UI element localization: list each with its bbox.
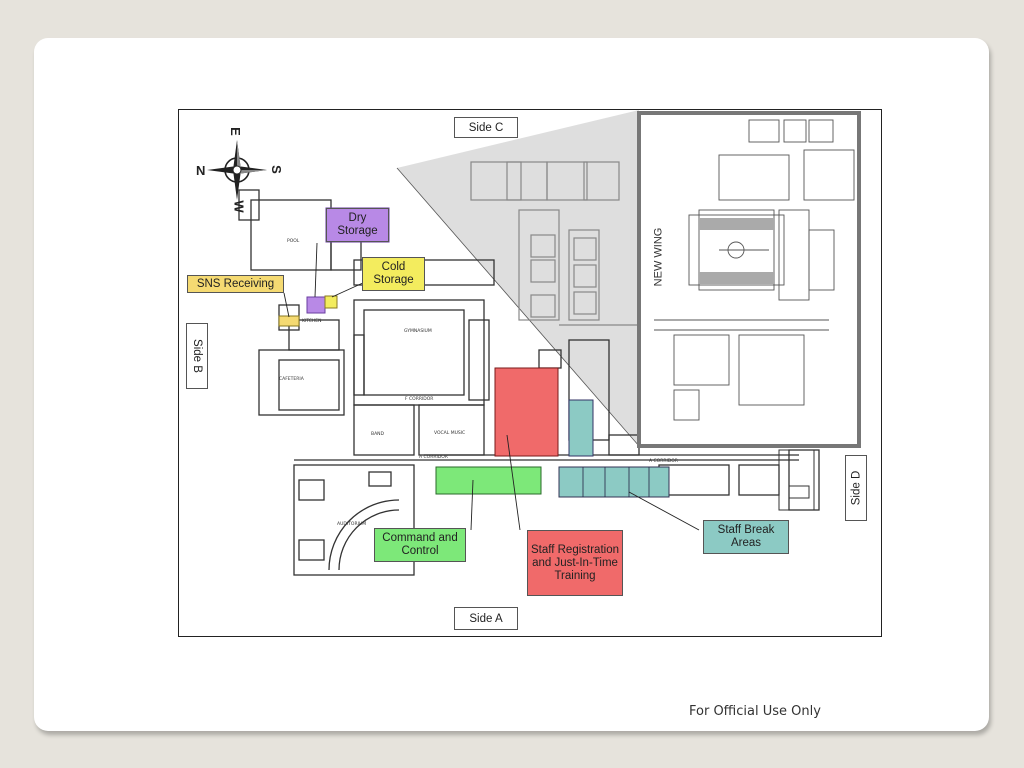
new-wing-label: NEW WING bbox=[652, 227, 665, 287]
svg-text:POOL: POOL bbox=[287, 238, 300, 244]
side-c-label: Side C bbox=[454, 117, 518, 138]
floor-plan-map: POOL GYMNASIUM CAFETERIA BAND VOCAL MUSI… bbox=[178, 109, 882, 637]
side-a-label: Side A bbox=[454, 607, 518, 630]
command-control-label: Command and Control bbox=[374, 528, 466, 562]
dry-storage-label: Dry Storage bbox=[326, 208, 389, 242]
compass-n: N bbox=[196, 163, 206, 178]
footer-text: For Official Use Only bbox=[689, 704, 821, 719]
svg-text:A CORRIDOR: A CORRIDOR bbox=[649, 458, 678, 464]
staff-registration-label: Staff Registration and Just-In-Time Trai… bbox=[527, 530, 623, 596]
compass-e: E bbox=[227, 127, 243, 136]
sns-receiving-label: SNS Receiving bbox=[187, 275, 284, 293]
compass-s: S bbox=[268, 165, 284, 174]
svg-text:CAFETERIA: CAFETERIA bbox=[279, 376, 305, 382]
cold-storage-label: Cold Storage bbox=[362, 257, 425, 291]
side-b-label: Side B bbox=[186, 323, 208, 389]
svg-text:AUDITORIUM: AUDITORIUM bbox=[337, 521, 366, 527]
svg-text:A CORRIDOR: A CORRIDOR bbox=[419, 454, 448, 460]
svg-text:BAND: BAND bbox=[371, 431, 385, 437]
svg-text:F CORRIDOR: F CORRIDOR bbox=[405, 396, 433, 402]
compass-w: W bbox=[231, 200, 247, 213]
svg-text:GYMNASIUM: GYMNASIUM bbox=[404, 328, 432, 334]
staff-break-areas-label: Staff Break Areas bbox=[703, 520, 789, 554]
svg-text:KITCHEN: KITCHEN bbox=[302, 318, 322, 324]
svg-text:VOCAL MUSIC: VOCAL MUSIC bbox=[434, 430, 465, 436]
compass-rose-icon bbox=[207, 140, 267, 200]
side-d-label: Side D bbox=[845, 455, 867, 521]
